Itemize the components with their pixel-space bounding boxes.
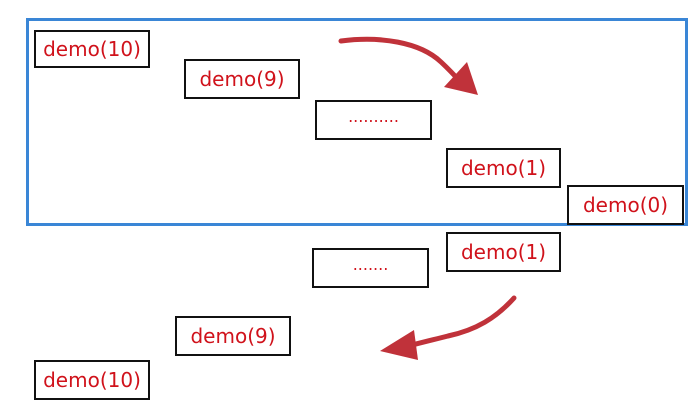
return-direction-arrow (380, 295, 517, 360)
call-box-ellipsis: .......... (315, 100, 432, 140)
return-box-demo10: demo(10) (34, 360, 150, 400)
call-box-demo10: demo(10) (34, 30, 150, 68)
return-box-demo9: demo(9) (175, 316, 291, 356)
recursion-descent-frame (26, 18, 688, 226)
call-box-demo0: demo(0) (567, 185, 684, 225)
call-box-demo9: demo(9) (184, 59, 300, 99)
return-box-demo1: demo(1) (446, 232, 561, 272)
call-box-demo1: demo(1) (446, 148, 561, 188)
return-box-ellipsis: ....... (312, 248, 429, 288)
